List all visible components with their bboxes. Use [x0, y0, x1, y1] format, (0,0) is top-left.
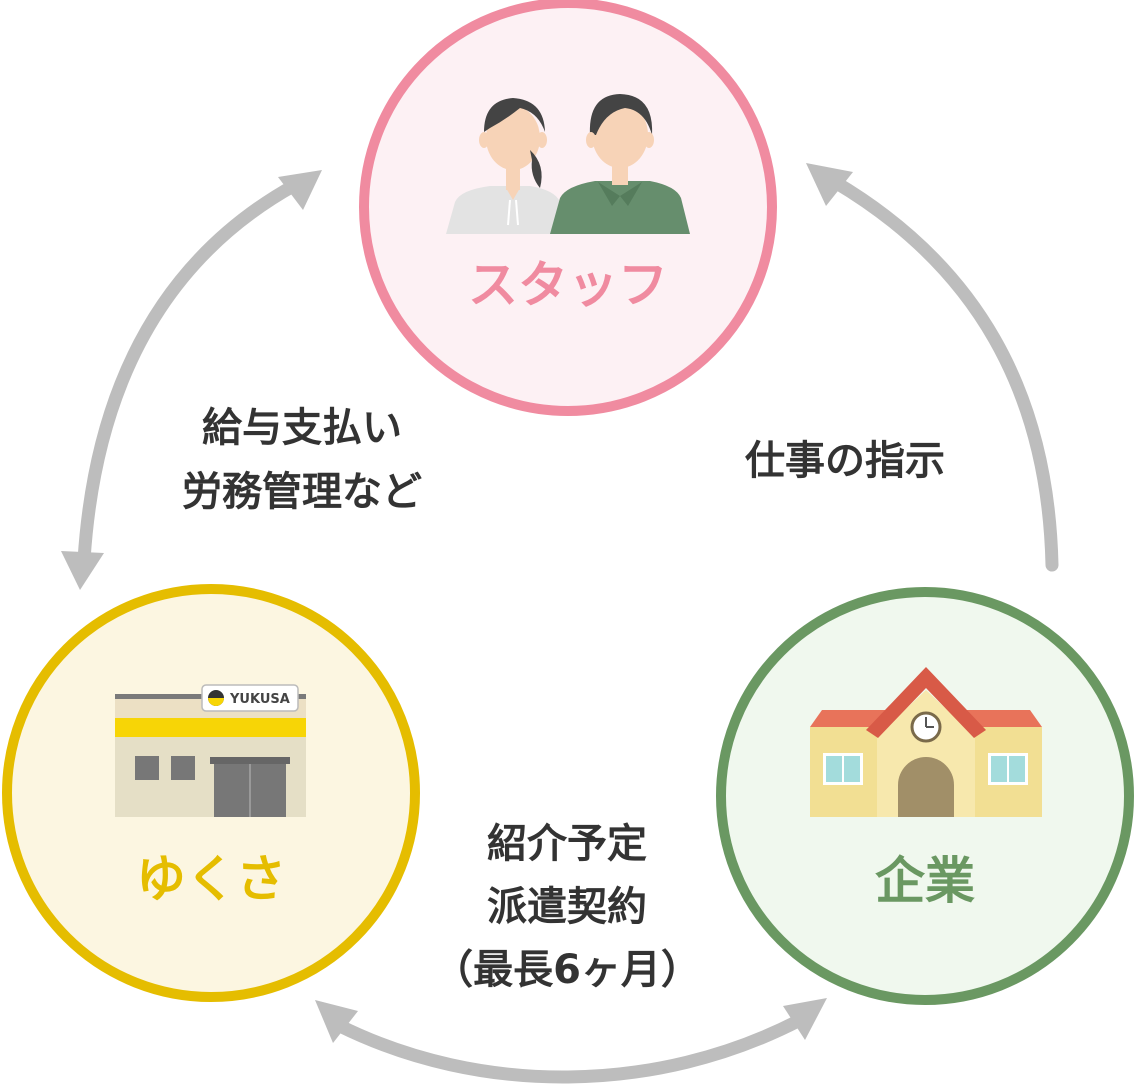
- arrow-yukusa-staff-head-top: [278, 170, 322, 210]
- arrow-yukusa-staff-head-bottom: [61, 551, 104, 590]
- two-staff-people-icon: [446, 94, 690, 234]
- arrow-yukusa-company-head-right: [783, 998, 827, 1040]
- edge-yukusa-company-label-line2: 派遣契約: [487, 884, 647, 930]
- edge-company-staff-label: 仕事の指示: [745, 438, 945, 484]
- arrow-company-staff: [806, 163, 1059, 572]
- edge-yukusa-staff-label-line2: 労務管理など: [182, 469, 422, 515]
- arrow-company-staff-line: [828, 175, 1059, 572]
- yukusa-store-icon: YUKUSA: [115, 684, 306, 817]
- node-staff-label: スタッフ: [468, 256, 668, 314]
- edge-yukusa-company-label-line3: （最長6ヶ月）: [433, 947, 701, 993]
- arrow-yukusa-company-line: [333, 1013, 807, 1084]
- node-yukusa: YUKUSA ゆくさ: [2, 584, 420, 1002]
- node-company: 企業: [716, 587, 1134, 1005]
- node-company-label: 企業: [875, 852, 975, 910]
- yukusa-sign: [201, 684, 299, 712]
- school-building-icon: [810, 667, 1042, 817]
- arrow-yukusa-company-head-left: [315, 1000, 358, 1043]
- edge-yukusa-company-label-line1: 紹介予定: [487, 821, 647, 867]
- arrow-company-staff-head: [806, 163, 853, 206]
- node-yukusa-label: ゆくさ: [136, 850, 286, 908]
- edge-yukusa-staff-label-line1: 給与支払い: [202, 405, 402, 451]
- yukusa-sign-text: YUKUSA: [229, 692, 290, 707]
- node-staff: スタッフ: [359, 0, 777, 416]
- arrow-yukusa-staff-line: [77, 178, 302, 567]
- arrow-yukusa-company: [315, 998, 827, 1084]
- arrow-yukusa-staff: [61, 170, 322, 590]
